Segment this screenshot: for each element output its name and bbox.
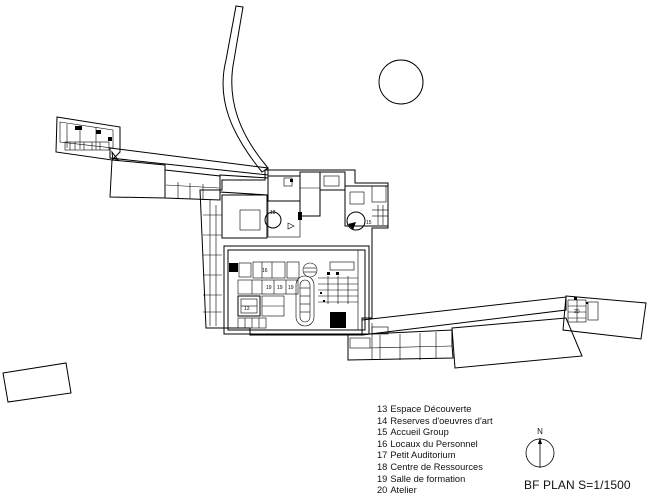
access-ramp xyxy=(222,5,269,173)
room-label-19b: 19 xyxy=(277,285,283,291)
compass-icon xyxy=(525,438,555,468)
room-label-19a: 19 xyxy=(266,285,272,291)
legend-label: Locaux du Personnel xyxy=(390,438,478,449)
room-label-15: 15 xyxy=(366,220,372,226)
legend-label: Espace Découverte xyxy=(390,404,472,414)
north-arrow: N xyxy=(524,427,556,469)
legend-number: 13 xyxy=(377,404,388,414)
room-label-18: 18 xyxy=(270,210,276,216)
room-label-19c: 19 xyxy=(288,285,294,291)
legend-number: 16 xyxy=(377,438,388,449)
legend-label: Centre de Ressources xyxy=(390,461,483,472)
legend-number: 14 xyxy=(377,415,388,426)
room-label-17: 17 xyxy=(232,266,238,272)
legend-label: Atelier xyxy=(390,485,417,496)
legend-label: Petit Auditorium xyxy=(390,450,456,461)
room-label-20: 20 xyxy=(574,309,580,315)
main-block xyxy=(199,169,389,336)
west-corridor xyxy=(109,147,269,201)
east-corridor xyxy=(347,296,583,369)
legend-label: Reserves d'oeuvres d'art xyxy=(390,415,493,426)
detached-building xyxy=(2,362,72,403)
legend-number: 20 xyxy=(377,485,388,496)
north-label: N xyxy=(537,427,543,436)
room-label-16: 16 xyxy=(262,268,268,274)
legend-number: 15 xyxy=(377,427,388,438)
legend-number: 19 xyxy=(377,473,388,484)
plan-title: BF PLAN S=1/1500 xyxy=(524,478,631,492)
outdoor-circle xyxy=(378,59,424,105)
legend-number: 18 xyxy=(377,461,388,472)
legend-label: Accueil Group xyxy=(390,427,449,438)
room-label-13: 13 xyxy=(244,306,250,312)
east-wing xyxy=(562,295,647,340)
legend-number: 17 xyxy=(377,450,388,461)
legend-label: Salle de formation xyxy=(390,473,466,484)
